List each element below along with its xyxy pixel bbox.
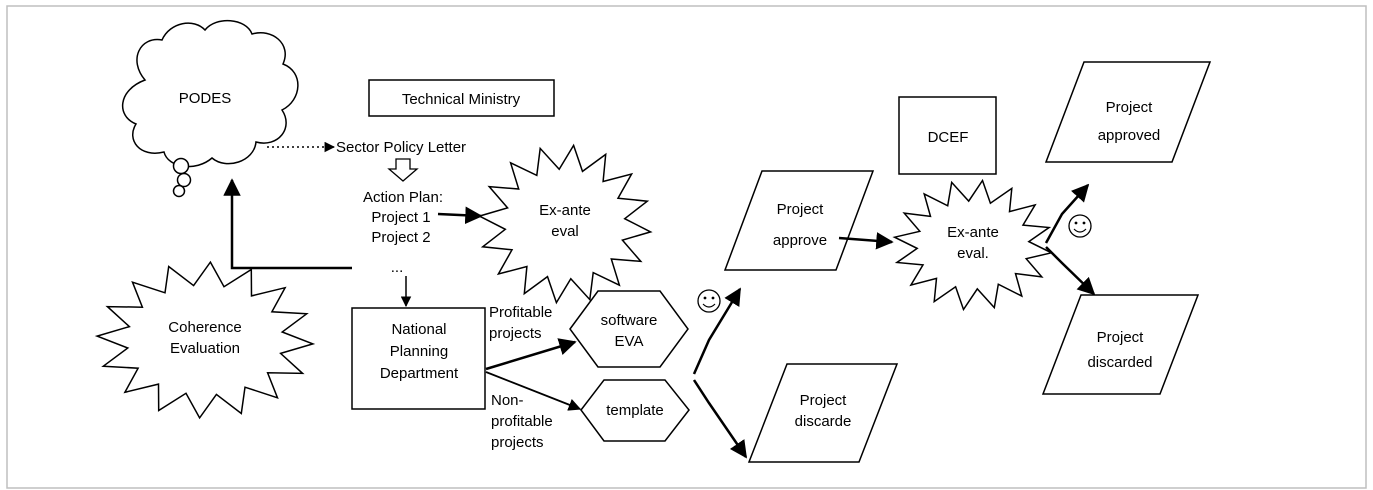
dcef-box: DCEF <box>898 96 997 175</box>
action-plan-project-1: Project 1 <box>371 209 430 226</box>
national-planning-line1: National <box>391 321 446 338</box>
non-profitable-label-line3: projects <box>491 434 544 451</box>
project-discarded-line2: discarded <box>1087 354 1152 371</box>
arrow-to-software-eva <box>485 338 577 371</box>
national-planning-line2: Planning <box>390 343 448 360</box>
smiley-icon <box>1068 214 1092 238</box>
podes-cloud: PODES <box>121 19 299 198</box>
project-discarded-box: Project discarded <box>1041 294 1200 395</box>
template-hexagon: template <box>580 379 690 442</box>
ex-ante-eval-label-line1: Ex-ante <box>539 202 591 219</box>
software-eva-line2: EVA <box>615 333 644 350</box>
arrow-to-project-approved <box>1044 183 1090 244</box>
action-plan-project-2: Project 2 <box>371 229 430 246</box>
feedback-arrow-to-podes <box>223 178 352 270</box>
smiley-icon <box>697 289 721 313</box>
template-label: template <box>606 402 664 419</box>
ex-ante-eval-2-starburst: Ex-ante eval. <box>892 178 1054 312</box>
project-approved-line2: approved <box>1098 127 1161 144</box>
technical-ministry-label: Technical Ministry <box>402 91 521 108</box>
diagram-frame <box>6 5 1367 489</box>
technical-ministry-box: Technical Ministry <box>368 79 555 117</box>
down-block-arrow-icon <box>387 158 419 182</box>
project-approved-box: Project approved <box>1044 61 1212 163</box>
action-plan-ellipsis: ... <box>391 259 404 276</box>
ex-ante-eval-2-line2: eval. <box>957 245 989 262</box>
arrow-to-project-discarde <box>692 379 748 459</box>
ex-ante-eval-2-line1: Ex-ante <box>947 224 999 241</box>
project-approve-box: Project approve <box>723 170 875 271</box>
arrow-to-exante-2 <box>838 232 894 250</box>
project-discarde-line1: Project <box>800 392 848 409</box>
project-approve-line1: Project <box>777 201 825 218</box>
non-profitable-label-line2: profitable <box>491 413 553 430</box>
coherence-evaluation-starburst: Coherence Evaluation <box>94 260 316 420</box>
podes-label: PODES <box>179 90 232 107</box>
project-discarde-box: Project discarde <box>747 363 899 463</box>
arrow-to-template <box>485 371 582 411</box>
arrow-to-project-discarded <box>1045 246 1096 296</box>
dcef-label: DCEF <box>928 129 969 146</box>
ex-ante-eval-starburst: Ex-ante eval <box>477 143 653 305</box>
arrow-to-project-approve <box>692 287 742 375</box>
arrow-to-exante-1 <box>437 206 483 225</box>
coherence-evaluation-line2: Evaluation <box>170 340 240 357</box>
ex-ante-eval-label-line2: eval <box>551 223 579 240</box>
action-plan-title: Action Plan: <box>363 189 443 206</box>
national-planning-box: National Planning Department <box>351 307 486 410</box>
project-discarde-line2: discarde <box>795 413 852 430</box>
software-eva-line1: software <box>601 312 658 329</box>
project-approve-line2: approve <box>773 232 827 249</box>
non-profitable-label-line1: Non- <box>491 392 524 409</box>
software-eva-hexagon: software EVA <box>569 290 689 368</box>
national-planning-line3: Department <box>380 365 459 382</box>
coherence-evaluation-line1: Coherence <box>168 319 241 336</box>
action-plan: Action Plan: Project 1 Project 2 ... <box>363 189 443 276</box>
project-approved-line1: Project <box>1106 99 1154 116</box>
profitable-label-line2: projects <box>489 325 542 342</box>
sector-policy-letter: Sector Policy Letter <box>336 139 466 156</box>
profitable-label-line1: Profitable <box>489 304 552 321</box>
project-discarded-line1: Project <box>1097 329 1145 346</box>
